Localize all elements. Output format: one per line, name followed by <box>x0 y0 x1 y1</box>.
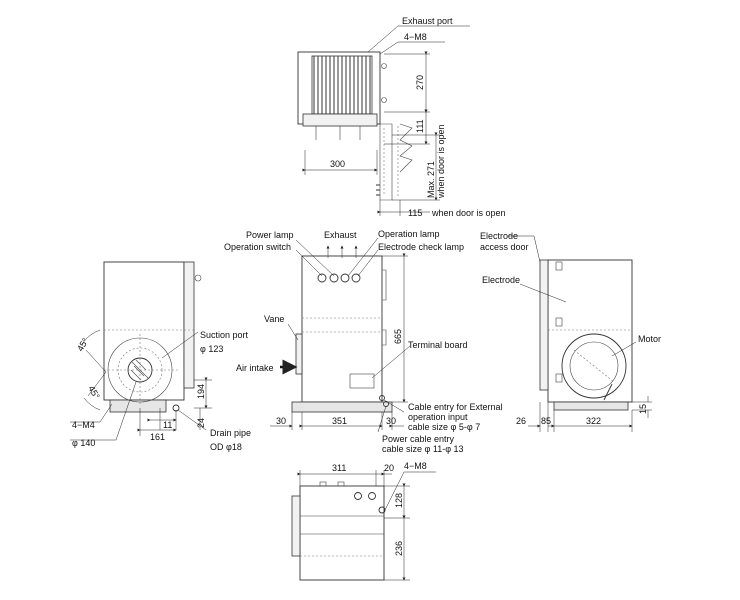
right-view-base <box>553 401 629 411</box>
vane <box>295 333 303 375</box>
dim-left-11: 11 <box>163 420 172 430</box>
electrode-access-door <box>539 259 549 391</box>
left-side-view: Suction port φ 123 45° 45° 194 24 11 161… <box>70 261 251 452</box>
dim-front-height: 665 <box>393 329 403 344</box>
dim-left-161: 161 <box>150 432 165 442</box>
dim-right-322: 322 <box>586 416 601 426</box>
dia-140-label: φ 140 <box>72 438 95 448</box>
bolt-bottom-label: 4−M8 <box>404 461 427 471</box>
drain-od-label: OD φ18 <box>210 442 242 452</box>
exhaust-port-leader <box>367 25 470 53</box>
top-view-lower <box>302 113 378 127</box>
angle-top: 45° <box>75 336 91 353</box>
air-intake-label: Air intake <box>236 363 274 373</box>
dim-right-85: 85 <box>541 416 551 426</box>
bolt-top-leader <box>379 41 445 55</box>
terminal-board-label: Terminal board <box>408 340 468 350</box>
dim-bottom-311: 311 <box>332 463 346 473</box>
left-view-body <box>103 261 185 401</box>
dim-bottom-236: 236 <box>394 541 404 556</box>
door-open-label-1: Max. 271 <box>426 161 436 198</box>
dim-front-left: 30 <box>276 416 286 426</box>
when-door-open-label: when door is open <box>431 208 506 218</box>
terminal-board <box>349 373 375 389</box>
angle-bottom: 45° <box>86 384 102 401</box>
door-open-label-2: when door is open <box>436 124 446 199</box>
operation-lamp <box>340 273 350 283</box>
dim-bottom-128: 128 <box>394 493 404 508</box>
electrode-check-lamp-label: Electrode check lamp <box>378 242 464 252</box>
exhaust-port-label: Exhaust port <box>402 16 453 26</box>
electrode-access-door-label-2: access door <box>480 242 529 252</box>
suction-port-dia: φ 123 <box>200 344 223 354</box>
power-lamp-label: Power lamp <box>246 230 294 240</box>
dim-bottom-20: 20 <box>384 463 394 473</box>
bottom-view: 311 20 4−M8 128 236 <box>291 461 436 581</box>
operation-switch-label: Operation switch <box>224 242 291 252</box>
exhaust-label: Exhaust <box>324 230 357 240</box>
door-swing-outline <box>379 123 393 201</box>
front-view: Power lamp Operation switch Exhaust Oper… <box>224 229 503 454</box>
dim-right-26: 26 <box>516 416 526 426</box>
dim-top-open: 115 <box>408 208 422 218</box>
power-cable-label-2: cable size φ 11-φ 13 <box>382 444 464 454</box>
cable-ext-label-1: Cable entry for External <box>408 402 503 412</box>
dim-front-width: 351 <box>332 416 347 426</box>
drain-pipe-label: Drain pipe <box>210 428 251 438</box>
cable-ext-label-3: cable size φ 5-φ 7 <box>408 422 480 432</box>
operation-switch <box>317 273 327 283</box>
power-cable-label-1: Power cable entry <box>382 434 455 444</box>
exhaust-grill <box>311 55 373 115</box>
cable-ext-label-2: operation input <box>408 412 468 422</box>
top-view: Exhaust port 4−M8 270 111 300 115 when d… <box>297 16 506 218</box>
dim-right-15: 15 <box>638 404 648 414</box>
right-side-view: Electrode access door Electrode Motor 26… <box>480 231 661 432</box>
dim-top-door: 111 <box>415 119 425 133</box>
electrode-access-door-label-1: Electrode <box>480 231 518 241</box>
right-view-body <box>547 259 633 403</box>
power-lamp <box>329 273 339 283</box>
electrode-label: Electrode <box>482 275 520 285</box>
bolt-left-label: 4−M4 <box>72 420 95 430</box>
motor-label: Motor <box>638 334 661 344</box>
electrode-check-lamp <box>351 273 361 283</box>
dim-top-height: 270 <box>415 75 425 90</box>
front-view-base <box>291 401 393 413</box>
left-view-base <box>109 399 167 413</box>
bolt-top-label: 4−M8 <box>404 32 427 42</box>
motor-circle-outer <box>561 333 627 399</box>
exhaust-arrows-icon <box>326 245 358 258</box>
motor-circle-inner <box>569 341 619 391</box>
left-view-door <box>183 261 195 389</box>
dim-front-right: 30 <box>386 416 396 426</box>
suction-port-label: Suction port <box>200 330 249 340</box>
bottom-view-side <box>291 495 301 557</box>
bottom-view-body <box>299 485 385 581</box>
dim-left-194: 194 <box>196 384 206 399</box>
dim-left-24: 24 <box>196 418 206 428</box>
dim-top-width: 300 <box>330 159 345 169</box>
vane-label: Vane <box>264 314 284 324</box>
front-view-body <box>301 255 383 403</box>
operation-lamp-label: Operation lamp <box>378 229 440 239</box>
